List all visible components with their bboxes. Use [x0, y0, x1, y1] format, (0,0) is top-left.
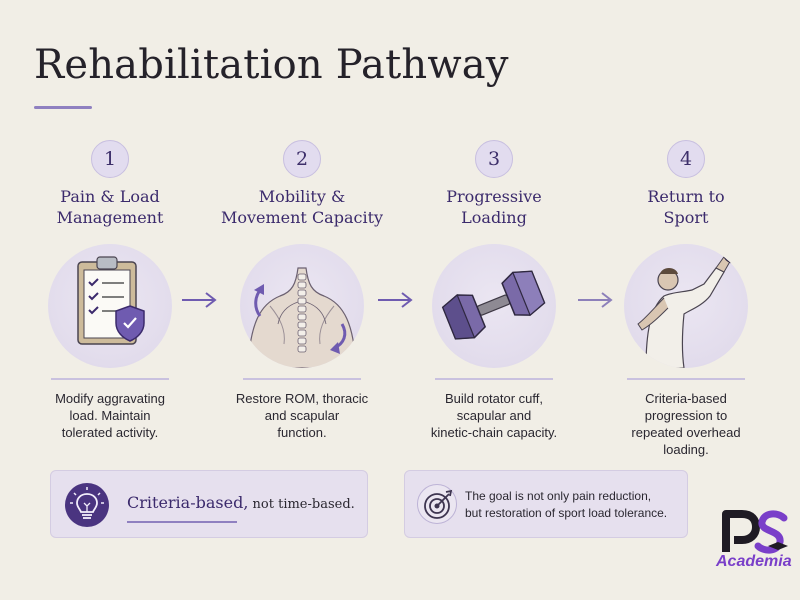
- step-description: Criteria-based progression to repeated o…: [631, 390, 741, 457]
- step-number: 4: [667, 140, 705, 178]
- step-description: Restore ROM, thoracic and scapular funct…: [235, 390, 369, 440]
- page-title: Rehabilitation Pathway: [34, 42, 509, 88]
- step-number: 1: [91, 140, 129, 178]
- arrow-right-icon: [578, 292, 613, 308]
- step-title: Pain & Load Management: [56, 187, 164, 227]
- clipboard-shield-icon: [48, 244, 172, 368]
- goal-callout: The goal is not only pain reduction, but…: [404, 470, 688, 538]
- step-description: Build rotator cuff, scapular and kinetic…: [430, 390, 558, 440]
- title-underline: [34, 106, 92, 109]
- step-number: 3: [475, 140, 513, 178]
- ps-logo-icon: [722, 510, 788, 554]
- step-3: 3 Progressive Loading Build rotator cuff…: [404, 140, 584, 441]
- dumbbell-icon: [432, 244, 556, 368]
- lightbulb-icon: [65, 483, 109, 527]
- step-divider: [51, 378, 169, 380]
- step-title: Progressive Loading: [446, 187, 542, 227]
- step-2: 2 Mobility & Movement Capacity: [212, 140, 392, 441]
- callout-underline: [127, 521, 237, 523]
- step-divider: [243, 378, 361, 380]
- step-number: 2: [283, 140, 321, 178]
- callout-text: Criteria-based, not time-based.: [127, 493, 355, 512]
- logo-wordmark: Academia: [716, 553, 792, 570]
- step-1: 1 Pain & Load Management Modify aggravat…: [20, 140, 200, 441]
- target-icon: [417, 484, 457, 524]
- athlete-throwing-icon: [624, 244, 748, 368]
- step-divider: [435, 378, 553, 380]
- step-divider: [627, 378, 745, 380]
- step-title: Return to Sport: [647, 187, 725, 227]
- callout-text: The goal is not only pain reduction, but…: [465, 489, 668, 520]
- spine-shoulder-icon: [240, 244, 364, 368]
- arrow-right-icon: [182, 292, 217, 308]
- step-4: 4 Return to Sport Criteria-based progres…: [596, 140, 776, 458]
- arrow-right-icon: [378, 292, 413, 308]
- step-description: Modify aggravating load. Maintain tolera…: [55, 390, 165, 440]
- criteria-callout: Criteria-based, not time-based.: [50, 470, 368, 538]
- step-title: Mobility & Movement Capacity: [220, 187, 384, 227]
